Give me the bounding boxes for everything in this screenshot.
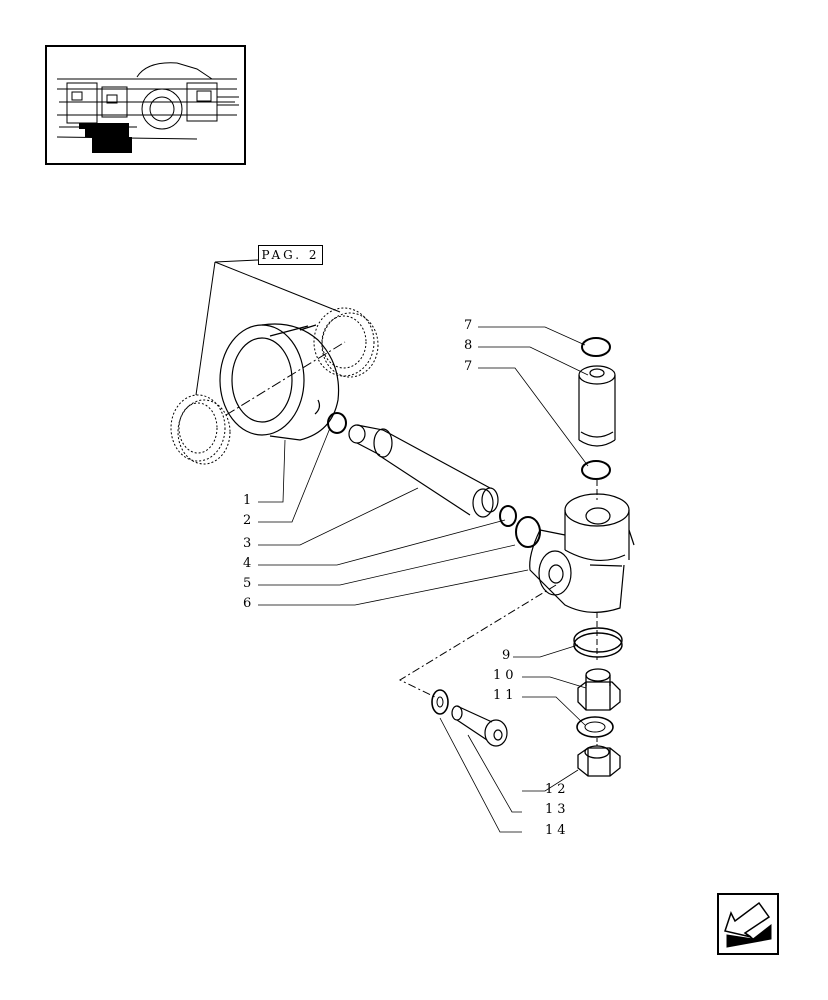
swivel-housing xyxy=(529,493,635,613)
callout-10: 10 xyxy=(493,668,518,683)
callout-7-lower: 7 xyxy=(464,359,477,374)
callout-3: 3 xyxy=(243,536,256,551)
callout-4: 4 xyxy=(243,556,256,571)
ref-leader-line xyxy=(195,261,216,396)
axis-line xyxy=(225,341,346,416)
callout-leaders xyxy=(258,326,589,833)
plug-12 xyxy=(577,745,621,777)
assembly-locator-thumbnail xyxy=(45,45,246,165)
bushing-pin xyxy=(578,365,616,447)
transmission-sketch-icon xyxy=(56,62,239,153)
ref-leader-line xyxy=(214,261,341,313)
o-ring-5 xyxy=(515,516,541,548)
seal-ring-11 xyxy=(576,716,614,738)
callout-1: 1 xyxy=(243,493,256,508)
callout-5: 5 xyxy=(243,576,256,591)
union-fitting-10 xyxy=(577,668,621,711)
cap-screw xyxy=(451,705,508,747)
callout-12: 12 xyxy=(545,782,570,797)
page-reference-label[interactable]: PAG. 2 xyxy=(258,245,323,265)
callout-2: 2 xyxy=(243,513,256,528)
callout-13: 13 xyxy=(545,802,570,817)
seal-ring-9 xyxy=(573,627,623,658)
callout-8: 8 xyxy=(464,338,477,353)
washer-hole xyxy=(436,696,444,708)
gear-ring xyxy=(219,323,340,441)
seal-ring-11-inner xyxy=(584,721,606,733)
bearing-ring-upper xyxy=(313,307,379,378)
o-ring-7-lower xyxy=(581,460,611,480)
bearing-ring-lower xyxy=(170,394,231,465)
callout-11: 11 xyxy=(493,688,518,703)
washer xyxy=(431,689,449,715)
callout-6: 6 xyxy=(243,596,256,611)
callout-14: 14 xyxy=(545,823,570,838)
shaft xyxy=(348,424,499,518)
axis-line xyxy=(398,584,557,698)
ref-leader-line xyxy=(214,259,259,263)
callout-9: 9 xyxy=(502,648,515,663)
back-arrow-icon xyxy=(724,901,772,948)
o-ring-7-upper xyxy=(581,337,611,357)
o-ring-4 xyxy=(499,505,517,527)
callout-7-upper: 7 xyxy=(464,318,477,333)
back-navigation-button[interactable] xyxy=(717,893,779,955)
o-ring-2 xyxy=(327,412,347,434)
